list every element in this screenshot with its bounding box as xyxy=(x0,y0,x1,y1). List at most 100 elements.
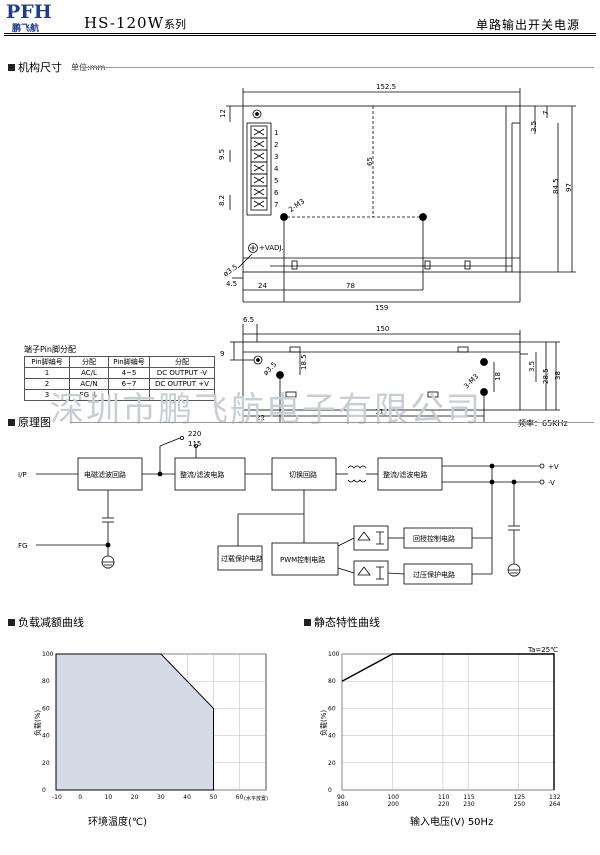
derating-y-tick: 20 xyxy=(42,760,50,767)
section-bullet-icon xyxy=(8,63,15,71)
table-cell: 3 xyxy=(24,389,70,401)
header-rule xyxy=(4,33,596,34)
brand-logo: PFH xyxy=(6,1,52,23)
table-cell: 1 xyxy=(24,367,70,379)
terminal-number-7: 7 xyxy=(274,201,278,209)
table-row: 1 AC/L 4~5 DC OUTPUT -V xyxy=(24,367,215,379)
derating-y-tick: 80 xyxy=(42,678,50,685)
section-bullet-icon xyxy=(8,618,15,626)
derating-curve-area xyxy=(55,653,214,791)
transformer-secondary-icon xyxy=(347,479,367,483)
dim-8-2: 8.2 xyxy=(218,195,226,206)
dim-12: 12 xyxy=(219,109,227,118)
table-row: 2 AC/N 6~7 DC OUTPUT +V xyxy=(24,378,215,390)
dim-84-5: 84.5 xyxy=(552,178,560,194)
static-plot-frame xyxy=(341,653,555,791)
derating-y-tick: 60 xyxy=(42,705,50,712)
pin-table: Pin脚编号 分配 Pin脚编号 分配 1 AC/L 4~5 DC OUTPUT… xyxy=(24,356,215,401)
block-emi-label: 电磁滤波回路 xyxy=(84,470,126,479)
block-diagram-section-title: 原理图 xyxy=(8,414,51,430)
static-y-tick: 40 xyxy=(328,733,336,740)
table-cell xyxy=(149,389,215,401)
static-x-tick-bottom: 180 xyxy=(337,801,349,808)
model-title: HS-120W系列 xyxy=(84,14,186,32)
terminal-number-5: 5 xyxy=(274,177,278,185)
static-x-tick-top: 100 xyxy=(387,794,399,801)
terminal-number-4: 4 xyxy=(274,165,279,173)
static-curve-line xyxy=(341,653,555,790)
fg-label: FG xyxy=(18,542,27,550)
static-y-tick: 60 xyxy=(328,705,336,712)
block-pwm xyxy=(271,542,339,576)
pin-header-assign-1: 分配 xyxy=(69,356,109,368)
block-pwm-label: PWM控制电路 xyxy=(280,555,325,564)
model-name: HS-120W xyxy=(84,14,165,32)
static-x-tick-bottom: 230 xyxy=(463,801,475,808)
static-x-tick-top: 132 xyxy=(549,794,561,801)
mount-hole-top xyxy=(252,109,262,119)
side-dim-3-5: 3.5 xyxy=(528,361,536,372)
static-x-tick-top: 90 xyxy=(337,794,345,801)
terminal-number-2: 2 xyxy=(274,141,278,149)
dim-2-m3: 2-M3 xyxy=(287,197,306,214)
derating-x-tick: -10 xyxy=(52,794,62,801)
transformer-primary-icon xyxy=(347,465,367,469)
section-bullet-icon xyxy=(8,418,15,426)
label-vadj: +VADJ. xyxy=(259,244,284,252)
side-dim-18: 18 xyxy=(494,372,502,381)
derating-x-tick: 0 xyxy=(78,794,82,801)
dim-7: 7 xyxy=(542,111,550,115)
block-feedback-label: 回授控制电路 xyxy=(413,534,455,543)
model-suffix: 系列 xyxy=(164,18,187,31)
side-dim-18-5: 18.5 xyxy=(300,354,308,370)
terminal-block xyxy=(250,125,268,211)
derating-x-tick: 50 xyxy=(210,794,218,801)
derating-x-tick: 10 xyxy=(105,794,113,801)
static-x-tick-top: 115 xyxy=(463,794,475,801)
static-x-tick-top: 110 xyxy=(438,794,450,801)
derating-title-text: 负载减额曲线 xyxy=(18,616,84,629)
block-overvoltage-label: 过压保护电路 xyxy=(413,570,455,579)
table-cell: AC/L xyxy=(69,367,109,379)
static-x-tick-bottom: 200 xyxy=(387,801,399,808)
side-dim-6-5: 6.5 xyxy=(243,316,254,324)
static-y-tick: 20 xyxy=(328,760,336,767)
top-view-outline xyxy=(242,105,521,273)
dim-dia-3-5: ø3.5 xyxy=(222,263,239,278)
static-x-tick-top: 125 xyxy=(514,794,526,801)
top-view-drawing: 152.5 12 3.5 7 65 9.5 84.5 97 8.2 2-M3 +… xyxy=(218,83,576,310)
pin-table-header-row: Pin脚编号 分配 Pin脚编号 分配 xyxy=(24,356,215,368)
block-rectifier-in-label: 整流/滤波电路 xyxy=(180,470,224,479)
section-bullet-icon xyxy=(304,618,311,626)
dim-3-5: 3.5 xyxy=(530,121,538,132)
side-dim-117: 117 xyxy=(375,408,388,416)
derating-y-tick: 40 xyxy=(42,733,50,740)
frequency-label: 频率：65KHz xyxy=(518,419,568,428)
static-x-tick-bottom: 264 xyxy=(549,801,561,808)
derating-x-axis-label: 环境温度(℃) xyxy=(88,817,148,828)
mechanical-title-text: 机构尺寸 xyxy=(18,61,62,74)
derating-section-title: 负载减额曲线 xyxy=(8,614,84,630)
side-dim-150: 150 xyxy=(376,325,389,333)
static-x-tick-bottom: 250 xyxy=(514,801,526,808)
block-overload xyxy=(217,545,263,571)
block-overload-label: 过载保护电路 xyxy=(221,554,263,563)
derating-x-tick: 30 xyxy=(157,794,165,801)
output-positive-label: +V xyxy=(548,463,559,471)
static-y-tick: 100 xyxy=(328,651,340,658)
block-rectifier-out-label: 整流/滤波电路 xyxy=(383,470,427,479)
side-view-outline xyxy=(242,341,521,411)
derating-x-tick: 40 xyxy=(183,794,191,801)
side-dim-38: 38 xyxy=(554,371,562,380)
derating-y-tick: 100 xyxy=(42,651,54,658)
side-hole-m3-2 xyxy=(480,358,488,366)
pin-table-title: 端子Pin脚分配 xyxy=(24,345,76,354)
header-rule-2 xyxy=(4,35,596,36)
side-dim-22: 22 xyxy=(256,414,265,422)
side-dim-dia-3-5: ø3.5 xyxy=(262,361,279,378)
static-y-tick: 0 xyxy=(328,787,332,794)
pin-header-assign-2: 分配 xyxy=(149,356,215,368)
static-x-axis-label: 输入电压(V) 50Hz xyxy=(410,817,494,828)
input-label: I/P xyxy=(18,471,27,479)
